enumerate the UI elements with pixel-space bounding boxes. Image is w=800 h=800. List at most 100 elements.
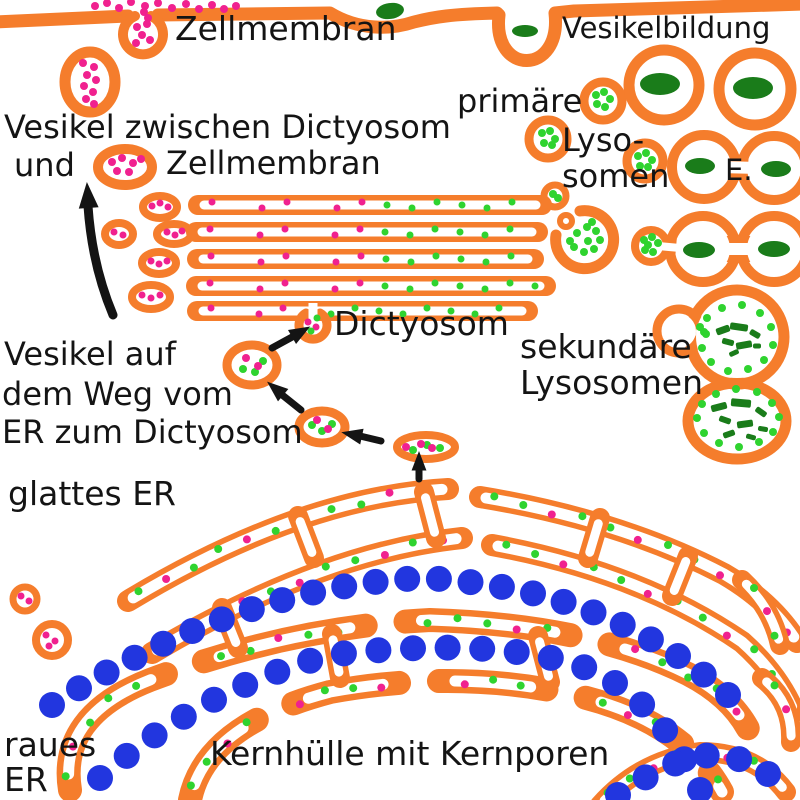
ribosome bbox=[330, 640, 357, 667]
enzyme-dot bbox=[548, 141, 556, 149]
lumen-dot bbox=[321, 562, 330, 571]
vesicle-ring bbox=[557, 212, 575, 230]
ribosome bbox=[400, 635, 426, 662]
ribosome bbox=[690, 661, 717, 688]
ribosome bbox=[170, 703, 197, 730]
enzyme-dot bbox=[769, 341, 777, 349]
label-zellmembran-2: Zellmembran bbox=[166, 144, 381, 182]
enzyme-dot bbox=[755, 438, 763, 446]
label-glattes-er: glattes ER bbox=[8, 474, 176, 513]
ribosome bbox=[602, 670, 628, 696]
lumen-dot bbox=[559, 560, 568, 569]
ribosome bbox=[488, 573, 515, 600]
vesicle-ring bbox=[579, 77, 627, 125]
ribosome bbox=[637, 626, 664, 653]
lumen-dot bbox=[223, 739, 232, 748]
lumen-dot bbox=[377, 683, 386, 692]
lumen-dot bbox=[383, 201, 391, 209]
label-vesikel-zwischen: Vesikel zwischen Dictyosom bbox=[4, 108, 451, 146]
lumen-dot bbox=[331, 231, 339, 239]
vesicle-ring bbox=[101, 219, 137, 249]
lumen-dot bbox=[381, 228, 389, 236]
vesicle-ring bbox=[713, 47, 797, 131]
lumen-dot bbox=[664, 541, 672, 549]
lumen-dot bbox=[519, 501, 528, 509]
secretion-dot bbox=[92, 76, 100, 84]
enzyme-dot bbox=[703, 314, 711, 322]
digested-fragment bbox=[753, 343, 761, 349]
ribosome bbox=[331, 573, 358, 600]
secretion-dot bbox=[118, 154, 126, 162]
lumen-dot bbox=[206, 279, 214, 287]
secretion-dot bbox=[168, 4, 176, 12]
lumen-dot bbox=[483, 619, 492, 628]
lumen-dot bbox=[61, 772, 70, 781]
transport-arrow-head bbox=[341, 428, 364, 445]
lumen-dot bbox=[202, 757, 211, 766]
enzyme-dot bbox=[251, 368, 259, 376]
label-somen: somen bbox=[562, 157, 670, 195]
digested-fragment bbox=[718, 415, 732, 425]
lumen-dot bbox=[481, 231, 489, 239]
secretion-dot bbox=[156, 291, 164, 299]
enzyme-dot bbox=[738, 301, 746, 309]
enzyme-dot bbox=[573, 229, 581, 237]
open-vesicle-ring bbox=[118, 11, 168, 60]
ribosome bbox=[264, 658, 291, 685]
ribosome bbox=[394, 565, 421, 592]
ribosome bbox=[297, 647, 324, 674]
enzyme-dot bbox=[540, 139, 548, 147]
lumen-dot bbox=[457, 255, 465, 263]
lumen-dot bbox=[489, 675, 498, 684]
ribosome bbox=[113, 742, 140, 769]
lumen-dot bbox=[460, 680, 469, 689]
lumen-dot bbox=[502, 540, 511, 549]
secretion-dot bbox=[402, 443, 410, 451]
enzyme-dot bbox=[606, 95, 614, 103]
lumen-dot bbox=[423, 304, 431, 312]
secretion-dot bbox=[17, 592, 25, 600]
digested-fragment bbox=[736, 419, 754, 429]
vesicle-ring bbox=[138, 248, 180, 278]
enzyme-dot bbox=[570, 243, 578, 251]
vesicle-ring bbox=[622, 138, 668, 184]
lumen-dot bbox=[431, 279, 439, 287]
lumen-dot bbox=[189, 563, 198, 572]
lumen-dot bbox=[770, 631, 779, 640]
secretion-dot bbox=[91, 2, 99, 10]
lumen-dot bbox=[631, 645, 640, 654]
enzyme-dot bbox=[580, 248, 588, 256]
enzyme-dot bbox=[735, 443, 743, 451]
enzyme-dot bbox=[760, 356, 768, 364]
secretion-dot bbox=[163, 228, 171, 236]
lumen-dot bbox=[407, 258, 415, 266]
vesicle-ring bbox=[524, 115, 572, 163]
lumen-dot bbox=[598, 698, 607, 707]
membrane-channel-lumen bbox=[667, 551, 693, 601]
label-lyso: Lyso- bbox=[562, 121, 645, 159]
lumen-dot bbox=[606, 523, 615, 532]
ribosome bbox=[609, 611, 636, 638]
open-vesicle-ring bbox=[294, 308, 332, 344]
secretion-dot bbox=[119, 231, 127, 239]
vesicle-ring bbox=[294, 406, 350, 448]
lumen-dot bbox=[351, 304, 359, 312]
lumen-dot bbox=[495, 304, 503, 312]
digested-fragment bbox=[715, 324, 731, 336]
lumen-dot bbox=[763, 607, 771, 616]
secretion-dot bbox=[137, 155, 145, 163]
enzyme-dot bbox=[698, 344, 706, 352]
lumen-dot bbox=[547, 510, 556, 519]
ribosome bbox=[693, 742, 720, 769]
ribosome bbox=[300, 579, 327, 606]
lumen-dot bbox=[471, 310, 479, 318]
enzyme-dot bbox=[732, 385, 740, 393]
secretion-dot bbox=[113, 167, 121, 175]
secretion-dot bbox=[90, 100, 98, 108]
lumen-dot bbox=[320, 686, 329, 695]
lumen-dot bbox=[508, 198, 516, 206]
food-particle bbox=[512, 25, 538, 37]
enzyme-dot bbox=[768, 399, 776, 407]
lumen-dot bbox=[327, 310, 335, 318]
